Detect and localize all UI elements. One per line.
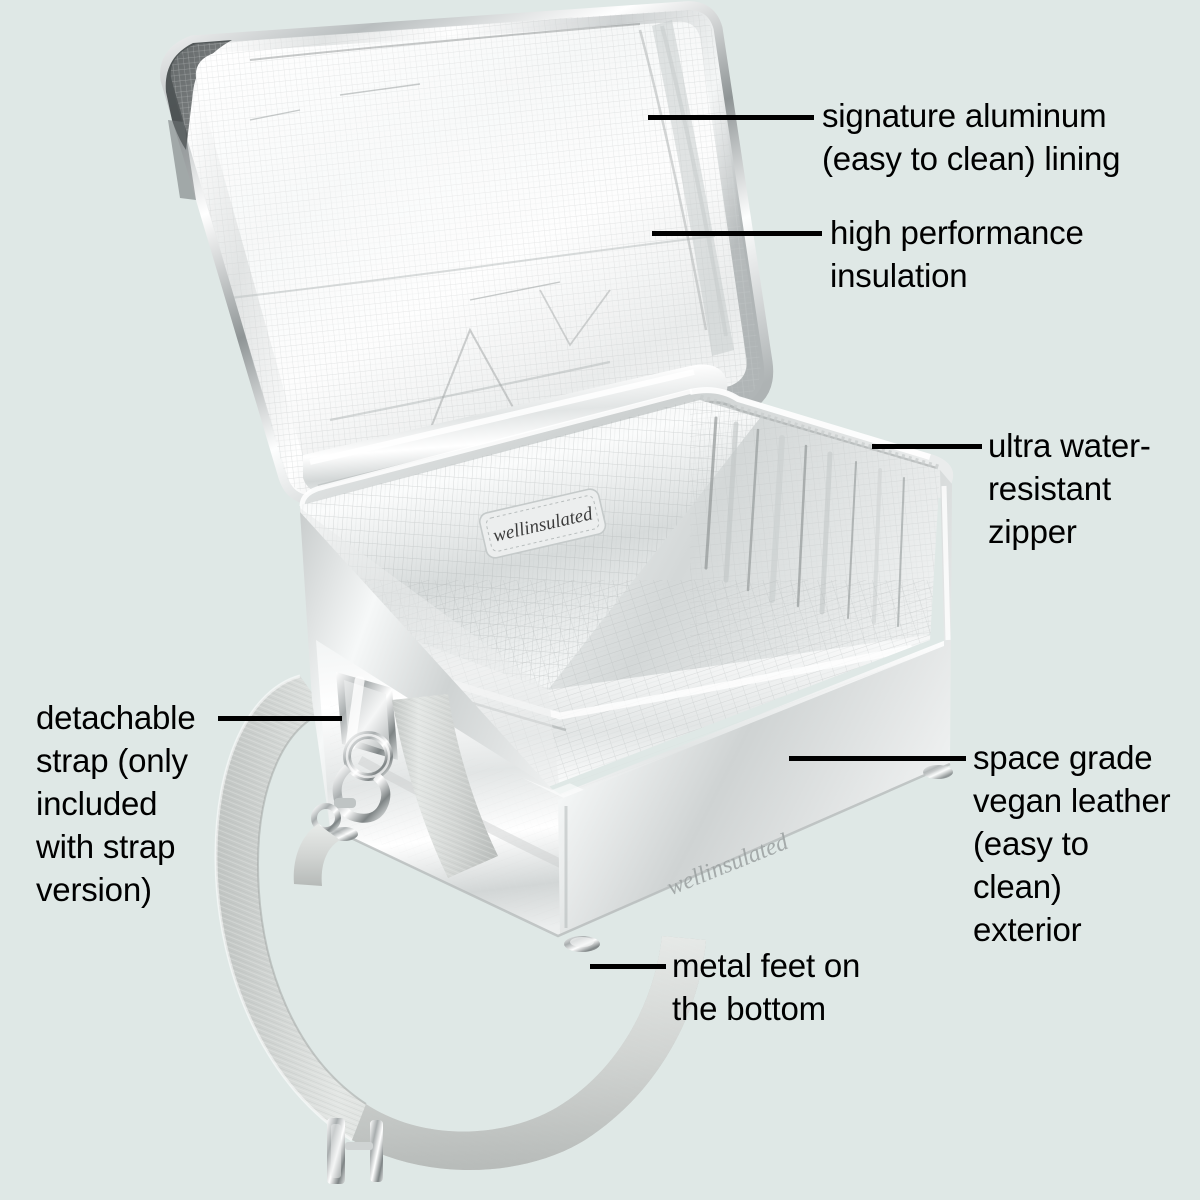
annotation-signature-aluminum-lining: signature aluminum (easy to clean) linin…: [822, 97, 1121, 177]
swivel-snap-hook: [311, 764, 391, 833]
leader-line-high-performance-insulation: [652, 231, 822, 236]
interior-brand-patch: wellinsulated: [478, 488, 607, 559]
shoulder-strap: [214, 674, 706, 1184]
leader-line-detachable-strap: [218, 716, 342, 721]
leader-line-signature-aluminum-lining: [648, 115, 814, 120]
d-ring: [343, 731, 393, 781]
annotation-detachable-strap: detachable strap (only included with str…: [36, 699, 196, 908]
annotation-ultra-water-resistant-zipper: ultra water- resistant zipper: [988, 427, 1151, 550]
metal-feet: [330, 765, 953, 952]
annotation-high-performance-insulation: high performance insulation: [830, 214, 1084, 294]
leader-line-space-grade-vegan-leather-exterior: [789, 756, 966, 761]
annotation-metal-feet-on-the-bottom: metal feet on the bottom: [672, 947, 861, 1027]
strap-adjuster-buckle: [327, 1118, 383, 1184]
leader-line-metal-feet-on-the-bottom: [590, 964, 666, 969]
annotation-space-grade-vegan-leather-exterior: space grade vegan leather (easy to clean…: [973, 739, 1171, 948]
bag-body: wellinsulated wellinsulated: [293, 387, 954, 952]
strap-attachment-hardware: [293, 672, 398, 886]
leader-line-ultra-water-resistant-zipper: [872, 444, 982, 449]
